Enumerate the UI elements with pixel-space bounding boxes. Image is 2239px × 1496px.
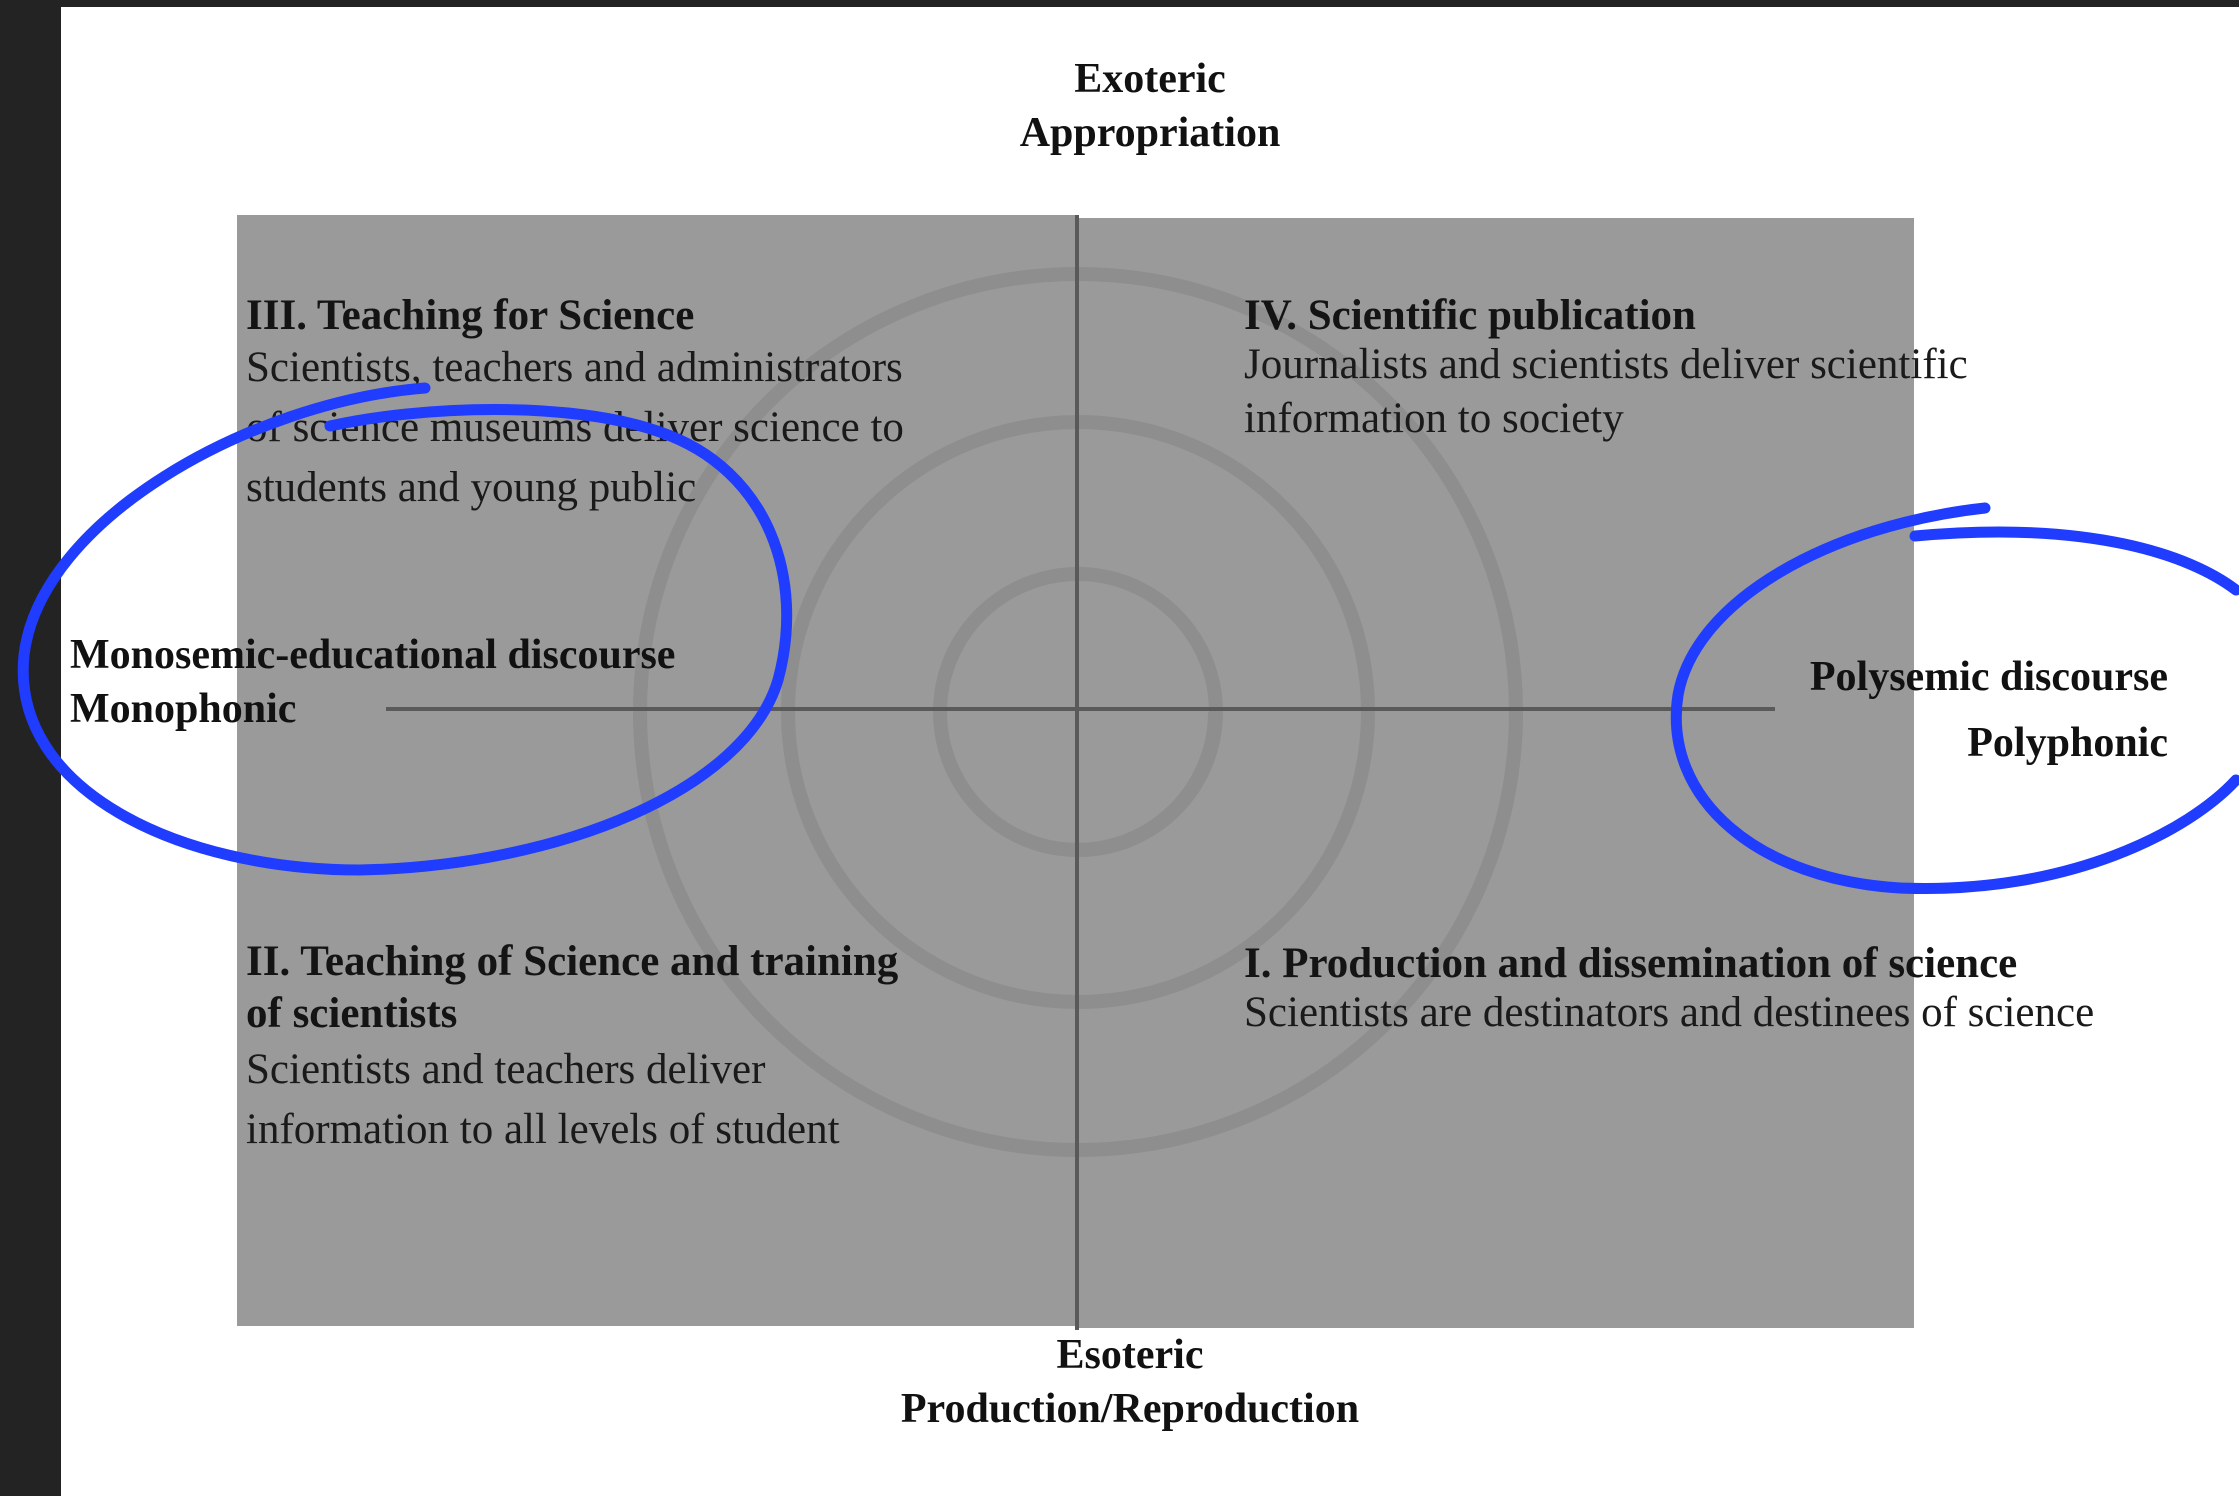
quadrant-3-title: III. Teaching for Science	[246, 292, 695, 339]
top-axis-label-line1: Exoteric	[1074, 56, 1226, 102]
quadrant-4-line: information to society	[1244, 395, 1624, 442]
quadrant-2-title-line1: II. Teaching of Science and training	[246, 938, 899, 985]
right-side-line1: Polysemic discourse	[1809, 654, 2168, 700]
window-top-frame	[0, 0, 2239, 7]
quadrant-2-line: Scientists and teachers deliver	[246, 1046, 766, 1093]
quadrant-4-title: IV. Scientific publication	[1244, 292, 1696, 339]
quadrant-4-description: Journalists and scientists deliver scien…	[1244, 338, 1968, 446]
bottom-axis-label-line1: Esoteric	[1056, 1332, 1204, 1378]
left-side-line2: Monophonic	[70, 686, 297, 732]
quadrant-3-description: Scientists, teachers and administrators …	[246, 338, 1026, 518]
quadrant-1-title: I. Production and dissemination of scien…	[1244, 940, 2018, 987]
quadrant-3-line: Scientists, teachers and administrators	[246, 344, 903, 391]
right-side-label: Polysemic discourse Polyphonic	[1740, 644, 2168, 776]
quadrant-3-line: of science museums deliver science to	[246, 404, 904, 451]
quadrant-1-line: Scientists are destinators and destinees…	[1244, 989, 2095, 1036]
top-axis-label: Exoteric Appropriation	[900, 52, 1400, 160]
quadrant-3-line: students and young public	[246, 464, 697, 511]
quadrant-4-line: Journalists and scientists deliver scien…	[1244, 341, 1968, 388]
bottom-axis-label: Esoteric Production/Reproduction	[780, 1328, 1480, 1436]
right-side-line2: Polyphonic	[1967, 720, 2168, 766]
top-axis-label-line2: Appropriation	[1019, 110, 1281, 156]
quadrant-2-title-line2: of scientists	[246, 990, 458, 1037]
quadrant-2-description: Scientists and teachers deliver informat…	[246, 1040, 840, 1160]
left-side-line1: Monosemic-educational discourse	[70, 632, 676, 678]
quadrant-2-title: II. Teaching of Science and training of …	[246, 936, 898, 1040]
bottom-axis-label-line2: Production/Reproduction	[900, 1386, 1360, 1432]
left-side-label: Monosemic-educational discourse Monophon…	[70, 628, 675, 736]
quadrant-2-line: information to all levels of student	[246, 1106, 840, 1153]
quadrant-1-description: Scientists are destinators and destinees…	[1244, 986, 2094, 1040]
